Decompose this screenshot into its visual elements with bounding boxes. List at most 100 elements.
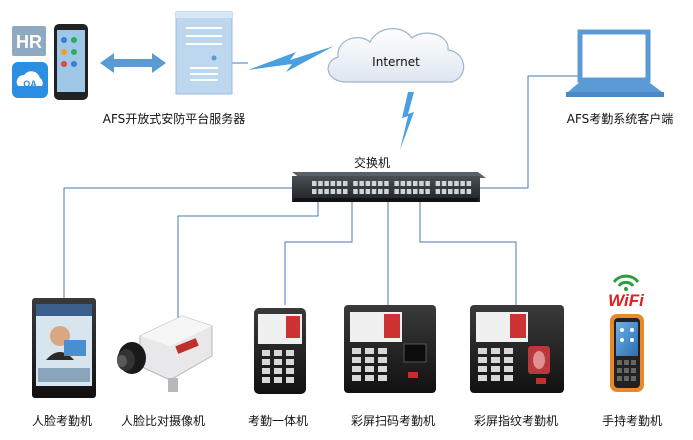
switch-port — [318, 189, 323, 194]
switch-port — [413, 189, 418, 194]
keypad-key — [491, 348, 500, 354]
device-label-camera: 人脸比对摄像机 — [120, 414, 206, 428]
keypad-key — [478, 348, 487, 354]
device-label-handheld: 手持考勤机 — [601, 414, 663, 428]
switch-port — [378, 181, 383, 186]
fingerprint-terminal-icon — [470, 305, 564, 393]
wireless-link-icon — [248, 46, 334, 72]
keypad-key — [491, 375, 500, 381]
switch-port — [454, 189, 459, 194]
wifi-icon — [612, 274, 640, 291]
switch-port — [365, 181, 371, 186]
keypad-key — [274, 377, 282, 383]
keypad-key — [631, 368, 636, 373]
keypad-key — [478, 375, 487, 381]
keypad-key — [286, 377, 294, 383]
phone-app-dot-3 — [61, 49, 67, 55]
switch-port — [394, 181, 399, 186]
keypad-key — [378, 348, 387, 354]
attendance-terminal-icon — [254, 308, 306, 394]
keypad-key — [274, 368, 282, 374]
server-icon — [175, 11, 233, 95]
internet-label: Internet — [372, 55, 420, 69]
keypad-key — [491, 366, 500, 372]
switch-port — [353, 181, 358, 186]
switch-port — [359, 181, 364, 186]
switch-port — [425, 181, 430, 186]
device-label-scan-terminal: 彩屏扫码考勤机 — [350, 414, 436, 428]
mobile-apps-group: HR OA — [12, 24, 88, 100]
face-terminal-icon — [32, 298, 96, 398]
oa-cloud-icon — [16, 71, 43, 86]
keypad-key — [617, 376, 622, 381]
keypad-key — [478, 357, 487, 363]
switch-port — [454, 181, 459, 186]
keypad-key — [262, 350, 270, 356]
switch-port — [371, 189, 377, 194]
internet-cloud-icon — [327, 28, 465, 83]
switch-port — [359, 189, 364, 194]
phone-app-dot-5 — [61, 61, 67, 67]
keypad-key — [352, 366, 361, 372]
switch-port — [441, 189, 447, 194]
keypad-key — [378, 357, 387, 363]
switch-port — [460, 181, 465, 186]
switch-port — [336, 181, 342, 186]
keypad-key — [352, 357, 361, 363]
switch-port — [448, 181, 453, 186]
switch-port — [460, 189, 465, 194]
switch-port — [441, 181, 447, 186]
keypad-key — [286, 368, 294, 374]
switch-port — [318, 181, 323, 186]
bidirectional-arrow-icon — [100, 53, 166, 73]
keypad-key — [352, 348, 361, 354]
line-switch-to-face-terminal — [63, 187, 292, 298]
switch-port — [324, 181, 329, 186]
switch-port — [324, 189, 329, 194]
switch-port — [384, 181, 389, 186]
keypad-key — [274, 350, 282, 356]
phone-app-dot-4 — [71, 49, 77, 55]
keypad-key — [262, 377, 270, 383]
hr-app-badge: HR — [16, 32, 42, 52]
network-switch-icon — [292, 172, 486, 202]
keypad-key — [262, 368, 270, 374]
keypad-key — [378, 375, 387, 381]
keypad-key — [365, 348, 374, 354]
client-computer-icon — [566, 29, 664, 97]
scan-terminal-icon — [344, 305, 436, 393]
keypad-key — [624, 368, 629, 373]
wifi-label: WiFi — [608, 291, 645, 310]
keypad-key — [365, 357, 374, 363]
oa-app-badge: OA — [23, 79, 37, 89]
line-switch-to-fingerprint-terminal — [419, 200, 517, 305]
switch-port — [384, 189, 389, 194]
switch-port — [336, 189, 342, 194]
switch-port — [353, 189, 358, 194]
switch-label: 交换机 — [353, 156, 391, 170]
device-label-face-terminal: 人脸考勤机 — [31, 414, 93, 428]
switch-port — [406, 181, 412, 186]
phone-app-dot-1 — [61, 37, 67, 43]
keypad-key — [478, 366, 487, 372]
keypad-key — [631, 376, 636, 381]
client-label: AFS考勤系统客户端 — [566, 112, 674, 126]
switch-port — [343, 181, 348, 186]
switch-port — [400, 189, 406, 194]
keypad-key — [286, 350, 294, 356]
switch-port — [312, 189, 317, 194]
switch-port — [448, 189, 453, 194]
switch-port — [400, 181, 406, 186]
keypad-key — [365, 366, 374, 372]
switch-port — [435, 189, 441, 194]
line-switch-to-client — [478, 75, 590, 189]
switch-port — [466, 181, 472, 186]
switch-port — [413, 181, 418, 186]
keypad-key — [504, 348, 513, 354]
keypad-key — [504, 357, 513, 363]
hr-app-icon — [12, 26, 46, 56]
switch-port — [435, 181, 441, 186]
phone-app-dot-2 — [71, 37, 77, 43]
keypad-key — [274, 359, 282, 365]
